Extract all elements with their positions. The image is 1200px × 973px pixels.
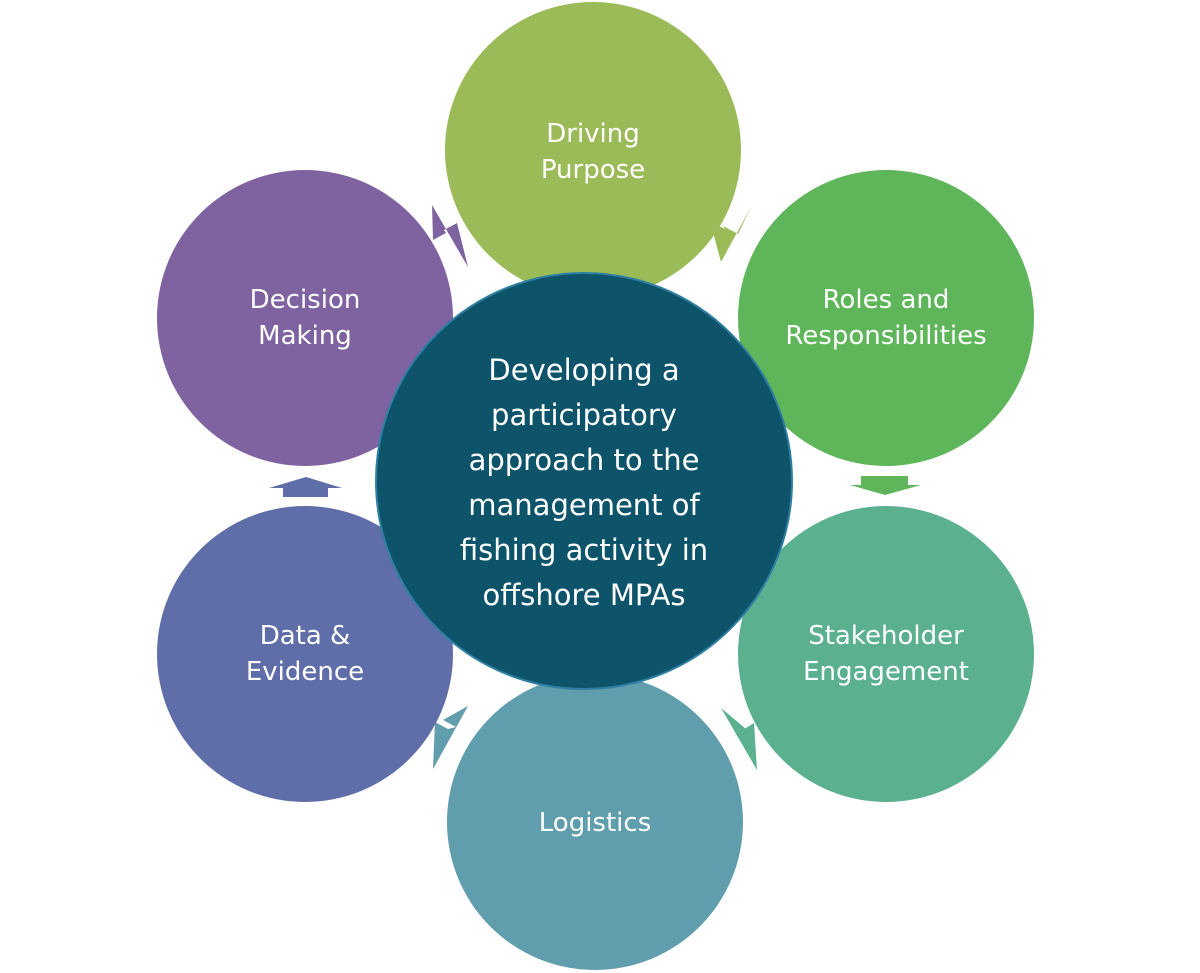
- node-label-line: Responsibilities: [785, 321, 986, 351]
- node-label-line: Purpose: [541, 155, 645, 185]
- node-data-and-evidence: Data & Evidence: [157, 506, 453, 802]
- node-label-line: Engagement: [803, 657, 969, 687]
- node-label-line: Logistics: [539, 808, 651, 838]
- center-node: Developing a participatory approach to t…: [375, 272, 793, 690]
- node-circle: [447, 674, 743, 970]
- node-label-line: Making: [258, 321, 352, 351]
- center-label-line: offshore MPAs: [483, 578, 686, 612]
- center-label-line: approach to the: [469, 443, 700, 477]
- node-label-line: Decision: [250, 285, 361, 315]
- node-circle: [445, 2, 741, 298]
- arrow-roles-to-stakeholder: [850, 476, 921, 495]
- node-driving-purpose: Driving Purpose: [445, 2, 741, 298]
- node-label-line: Stakeholder: [808, 621, 964, 651]
- node-circle: [157, 506, 453, 802]
- node-label-line: Evidence: [246, 657, 364, 687]
- center-label-line: Developing a: [488, 353, 679, 387]
- connector-arrows: [269, 205, 921, 770]
- arrow-decision-to-driving-purpose: [432, 205, 468, 267]
- arrow-stakeholder-to-logistics: [721, 708, 757, 770]
- node-roles-and-responsibilities: Roles and Responsibilities: [738, 170, 1034, 466]
- center-label-line: fishing activity in: [460, 533, 708, 567]
- node-label-line: Data &: [260, 621, 351, 651]
- center-label-line: management of: [468, 488, 700, 522]
- arrow-logistics-to-data: [433, 706, 468, 769]
- node-circle: [157, 170, 453, 466]
- arrow-data-to-decision: [269, 477, 342, 497]
- node-decision-making: Decision Making: [157, 170, 453, 466]
- center-circle: [375, 272, 793, 690]
- node-logistics: Logistics: [447, 674, 743, 970]
- node-label-line: Driving: [546, 119, 640, 149]
- node-stakeholder-engagement: Stakeholder Engagement: [738, 506, 1034, 802]
- node-circle: [738, 170, 1034, 466]
- arrow-driving-purpose-to-roles: [710, 207, 751, 262]
- node-circle: [738, 506, 1034, 802]
- node-label-line: Roles and: [823, 285, 950, 315]
- center-label-line: participatory: [491, 398, 677, 432]
